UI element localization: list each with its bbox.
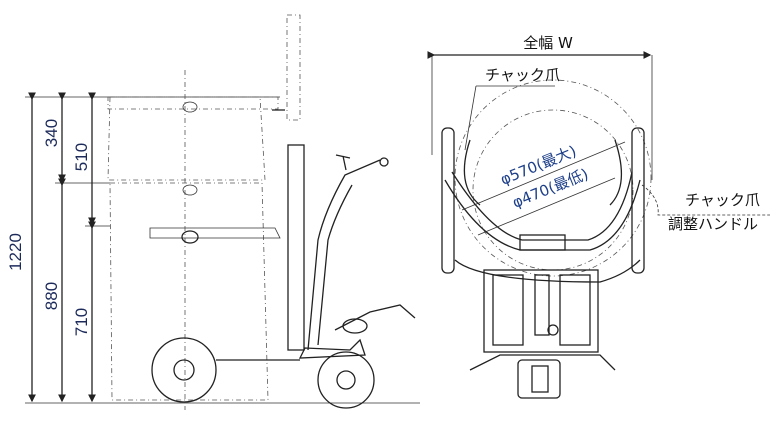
dim-340: 340 — [42, 119, 61, 147]
front-view-drum-truck — [441, 79, 770, 399]
dim-510: 510 — [72, 143, 91, 171]
width-label: 全幅 W — [523, 34, 573, 52]
front-view-width-dimension — [427, 51, 653, 180]
dim-710: 710 — [72, 308, 91, 336]
dim-880: 880 — [42, 282, 61, 310]
chuck-claw-label: チャック爪 — [485, 66, 560, 84]
dim-1220: 1220 — [6, 233, 25, 271]
side-view-drum-truck — [107, 14, 416, 410]
adjust-handle-label-line1: チャック爪 — [685, 191, 760, 209]
adjust-handle-label-line2: 調整ハンドル — [668, 215, 758, 233]
side-dimension-lines — [25, 92, 420, 404]
